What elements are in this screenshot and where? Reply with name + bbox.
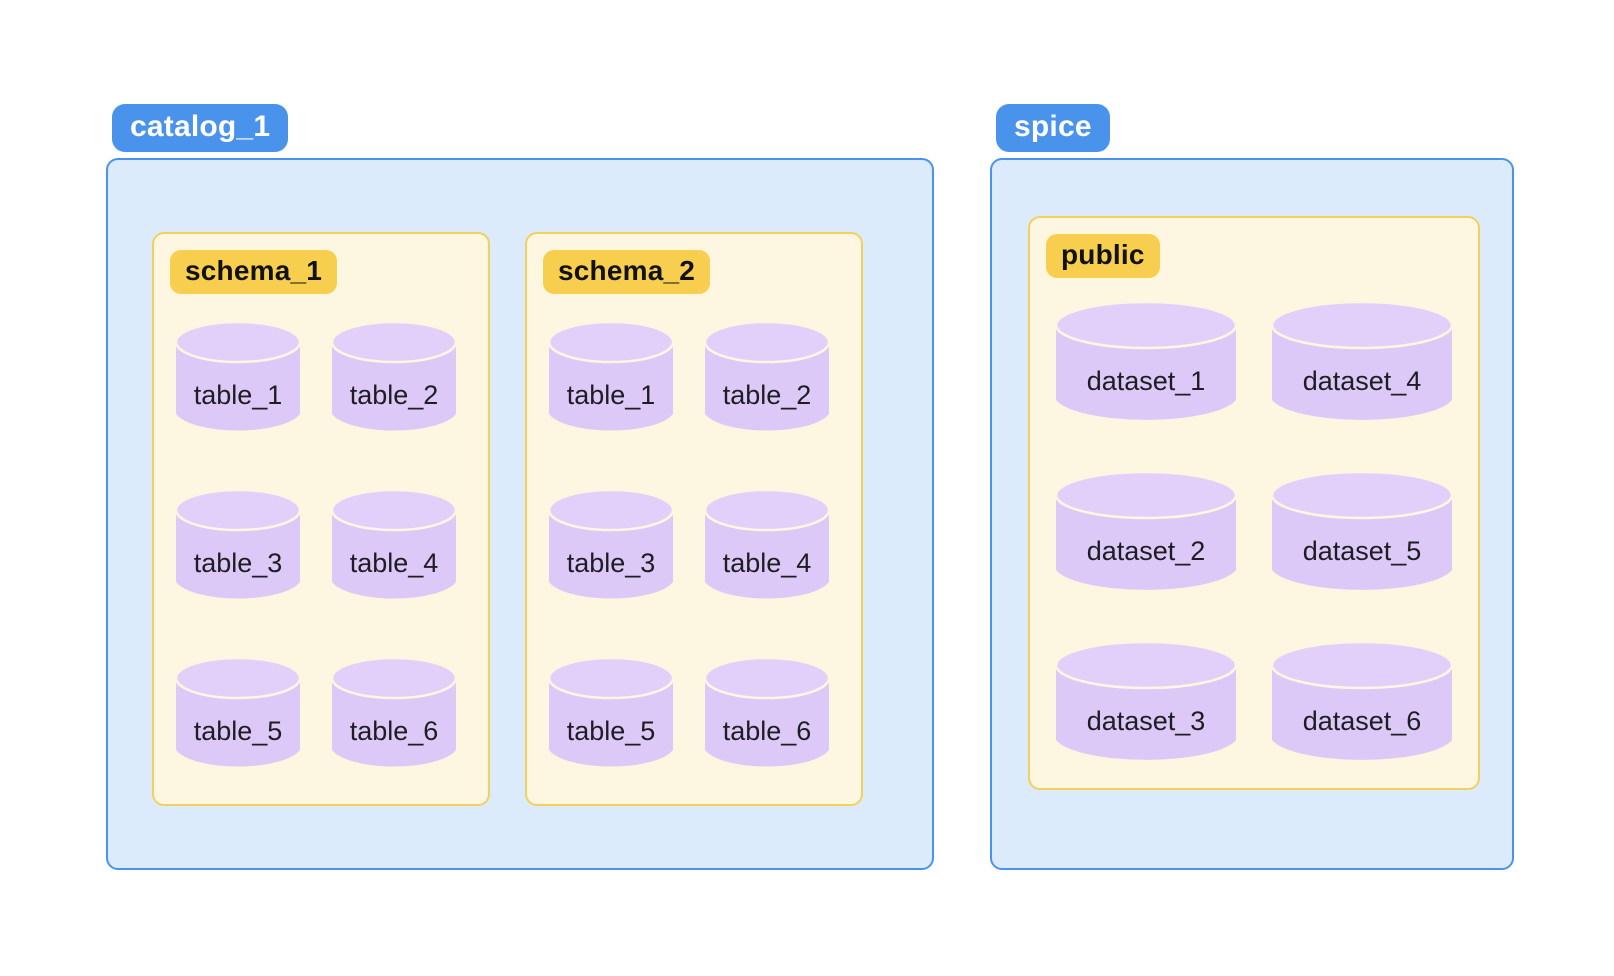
cylinder-icon xyxy=(1054,640,1238,760)
schema-box-public[interactable]: public dataset_1 dataset_4 xyxy=(1028,216,1480,790)
cylinder-icon xyxy=(703,320,831,431)
table-cylinder[interactable]: table_1 xyxy=(174,320,302,436)
schema-label-public[interactable]: public xyxy=(1046,234,1160,278)
cylinder-icon xyxy=(1054,470,1238,590)
cylinder-icon xyxy=(703,488,831,599)
cylinder-icon xyxy=(330,320,458,431)
cylinder-icon xyxy=(330,656,458,767)
dataset-cylinder[interactable]: dataset_5 xyxy=(1270,470,1454,596)
dataset-cylinder[interactable]: dataset_3 xyxy=(1054,640,1238,766)
table-cylinder[interactable]: table_4 xyxy=(330,488,458,604)
table-cylinder[interactable]: table_1 xyxy=(547,320,675,436)
cylinder-icon xyxy=(1270,640,1454,760)
table-cylinder[interactable]: table_2 xyxy=(703,320,831,436)
cylinder-icon xyxy=(330,488,458,599)
cylinder-icon xyxy=(703,656,831,767)
cylinder-icon xyxy=(547,488,675,599)
table-cylinder[interactable]: table_4 xyxy=(703,488,831,604)
cylinder-icon xyxy=(174,488,302,599)
dataset-cylinder[interactable]: dataset_2 xyxy=(1054,470,1238,596)
dataset-cylinder[interactable]: dataset_1 xyxy=(1054,300,1238,426)
table-cylinder[interactable]: table_3 xyxy=(174,488,302,604)
cylinder-icon xyxy=(1054,300,1238,420)
catalog-label-catalog_1[interactable]: catalog_1 xyxy=(112,104,289,152)
catalog-group-spice: spice public dataset_1 xyxy=(990,104,1514,870)
cylinder-icon xyxy=(547,656,675,767)
table-cylinder[interactable]: table_3 xyxy=(547,488,675,604)
table-cylinder[interactable]: table_2 xyxy=(330,320,458,436)
cylinder-icon xyxy=(547,320,675,431)
catalog-label-spice[interactable]: spice xyxy=(996,104,1110,152)
cylinder-icon xyxy=(174,320,302,431)
table-cylinder[interactable]: table_5 xyxy=(174,656,302,772)
dataset-cylinder[interactable]: dataset_4 xyxy=(1270,300,1454,426)
catalog-box-spice[interactable]: public dataset_1 dataset_4 xyxy=(990,158,1514,870)
schema-label-schema_1[interactable]: schema_1 xyxy=(170,250,338,294)
schema-box-schema_2[interactable]: schema_2 table_1 table_2 xyxy=(525,232,863,806)
dataset-cylinder[interactable]: dataset_6 xyxy=(1270,640,1454,766)
schema-box-schema_1[interactable]: schema_1 table_1 table_2 xyxy=(152,232,490,806)
table-cylinder[interactable]: table_5 xyxy=(547,656,675,772)
catalog-box-catalog_1[interactable]: schema_1 table_1 table_2 xyxy=(106,158,934,870)
cylinder-icon xyxy=(1270,470,1454,590)
table-cylinder[interactable]: table_6 xyxy=(330,656,458,772)
cylinder-icon xyxy=(174,656,302,767)
schema-label-schema_2[interactable]: schema_2 xyxy=(543,250,711,294)
catalog-group-catalog_1: catalog_1 schema_1 table_1 xyxy=(106,104,934,870)
table-cylinder[interactable]: table_6 xyxy=(703,656,831,772)
cylinder-icon xyxy=(1270,300,1454,420)
